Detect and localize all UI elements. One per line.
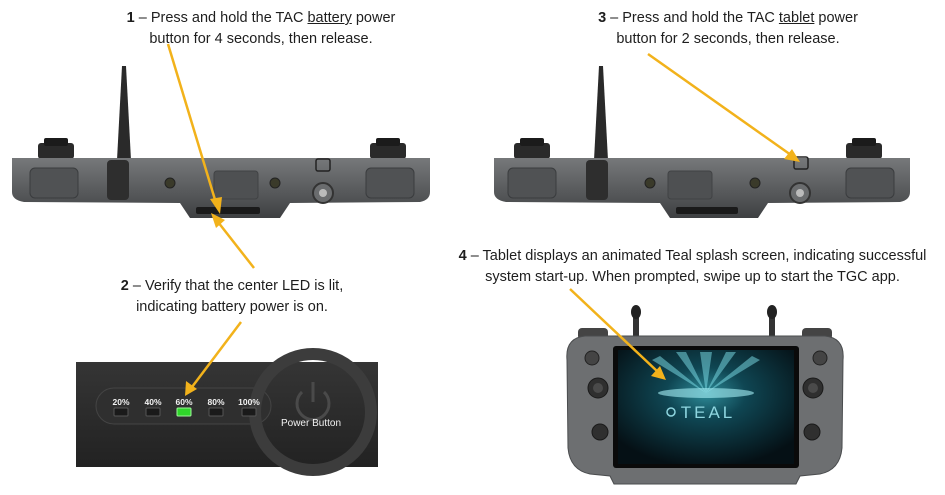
led-label-100: 100% <box>238 397 260 407</box>
step-4-number: 4 <box>458 248 467 264</box>
right-controller <box>494 66 910 218</box>
antenna <box>117 66 131 160</box>
tablet-power-button <box>793 156 809 170</box>
led-40 <box>145 407 161 417</box>
arrow-step-2-down <box>191 321 242 388</box>
arrow-step-1 <box>166 43 218 204</box>
step-3-text-post: power <box>814 10 858 26</box>
antenna-knob-right <box>767 305 777 319</box>
antenna <box>594 66 608 160</box>
step-2-caption: 2 – Verify that the center LED is lit, i… <box>82 276 382 318</box>
left-joystick <box>514 143 550 159</box>
step-3-caption: 3 – Press and hold the TAC tablet power … <box>563 8 893 50</box>
battery-panel-cover <box>667 170 713 200</box>
led-80 <box>208 407 224 417</box>
splash-light-rays <box>652 352 760 393</box>
step-4-text-pre: – Tablet displays an animated Teal splas… <box>466 248 927 264</box>
battery-panel-cover <box>213 170 259 200</box>
step-1-number: 1 <box>126 10 135 26</box>
tablet-power-button <box>315 158 331 172</box>
led-60-lit <box>176 407 192 417</box>
step-1-caption: 1 – Press and hold the TAC battery power… <box>96 8 426 50</box>
callout-arrows <box>166 43 800 396</box>
led-100 <box>241 407 257 417</box>
teal-logo-mark <box>666 407 676 417</box>
step-3-keyword: tablet <box>778 10 815 26</box>
led-20 <box>113 407 129 417</box>
left-controller <box>12 66 430 218</box>
right-joystick <box>846 143 882 159</box>
arrow-step-4 <box>569 288 659 373</box>
led-label-20: 20% <box>112 397 129 407</box>
arrow-step-3 <box>647 52 792 157</box>
led-label-60: 60% <box>175 397 192 407</box>
left-dpad <box>591 423 609 441</box>
antenna-knob-left <box>631 305 641 319</box>
right-button <box>803 423 821 441</box>
step-3-number: 3 <box>598 10 607 26</box>
step-2-number: 2 <box>120 278 129 294</box>
step-1-text-pre: – Press and hold the TAC <box>134 10 308 26</box>
led-label-40: 40% <box>144 397 161 407</box>
step-1-keyword: battery <box>307 10 352 26</box>
step-4-caption: 4 – Tablet displays an animated Teal spl… <box>440 246 945 288</box>
battery-led-panel: Power Button 20% 40% 60% 80% 100% <box>76 348 378 476</box>
step-4-line-2: system start-up. When prompted, swipe up… <box>485 269 900 285</box>
battery-power-button <box>196 207 260 214</box>
antenna-base <box>107 160 129 200</box>
right-joystick <box>370 143 406 159</box>
step-2-line-2: indicating battery power is on. <box>136 299 328 315</box>
step-3-text-pre: – Press and hold the TAC <box>606 10 779 26</box>
led-label-80: 80% <box>207 397 224 407</box>
power-icon <box>295 382 331 422</box>
antenna-base <box>586 160 608 200</box>
battery-power-button <box>676 207 738 214</box>
teal-logo-text: TEAL <box>681 403 736 422</box>
left-joystick <box>38 143 74 159</box>
step-3-line-2: button for 2 seconds, then release. <box>616 31 840 47</box>
power-button-label: Power Button <box>281 418 341 429</box>
arrow-step-2-up <box>217 221 255 269</box>
step-1-text-post: power <box>351 10 396 26</box>
step-2-text-pre: – Verify that the center LED is lit, <box>128 278 344 294</box>
tablet-front-view: TEAL <box>566 305 844 485</box>
step-1-line-2: button for 4 seconds, then release. <box>149 31 373 47</box>
